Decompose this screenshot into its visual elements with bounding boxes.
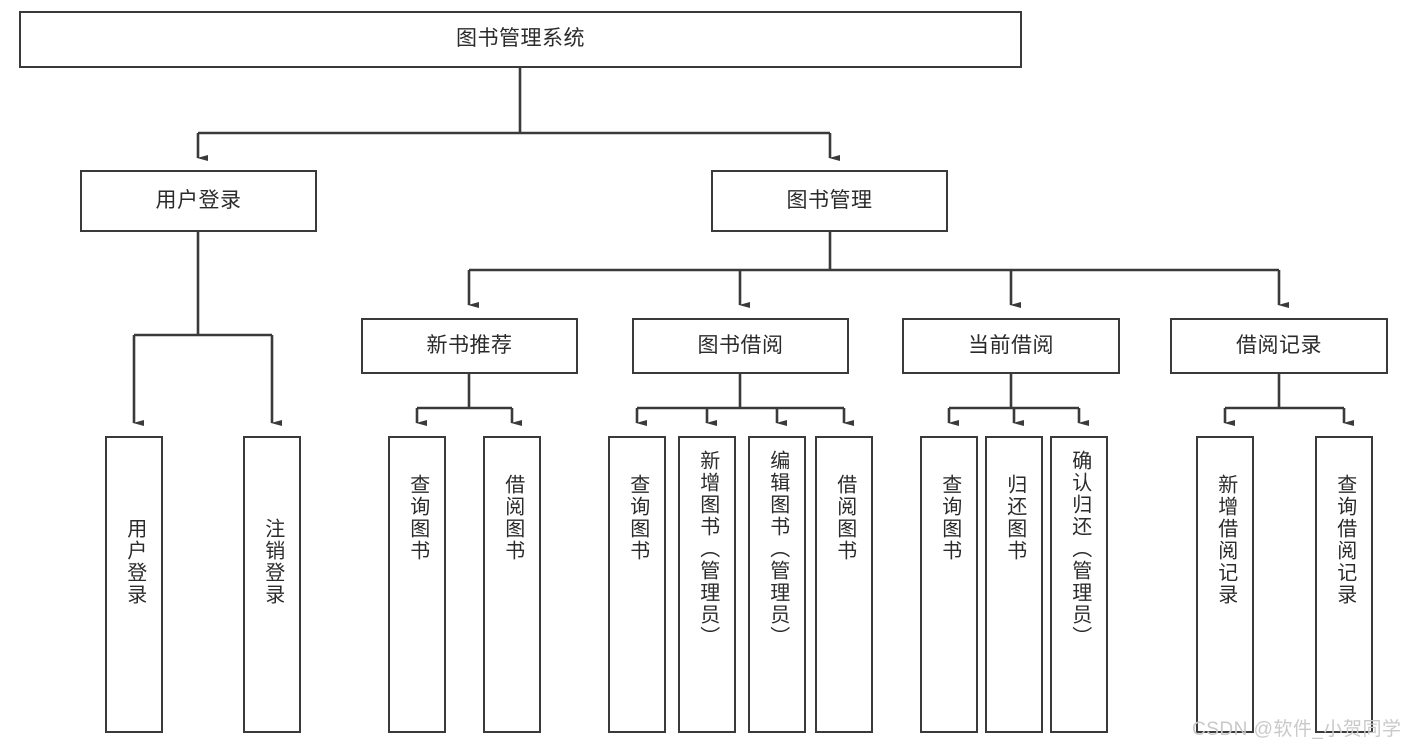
node-leaf-query-book-3[interactable]: 查询图书 <box>920 436 978 733</box>
node-label: 借阅图书 <box>833 474 856 562</box>
node-label: 新书推荐 <box>426 333 513 357</box>
node-leaf-edit-book[interactable]: 编辑图书（管理员） <box>748 436 806 733</box>
node-label: 图书管理 <box>786 188 873 212</box>
node-leaf-logout[interactable]: 注销登录 <box>243 436 301 733</box>
node-leaf-query-record[interactable]: 查询借阅记录 <box>1315 436 1373 733</box>
node-label: 当前借阅 <box>968 333 1054 357</box>
node-book-borrow[interactable]: 图书借阅 <box>632 318 849 374</box>
node-label: 注销登录 <box>261 518 284 606</box>
node-label: 查询图书 <box>626 474 649 562</box>
node-label: 编辑图书（管理员） <box>766 450 789 648</box>
node-leaf-borrow-book-2[interactable]: 借阅图书 <box>815 436 873 733</box>
node-borrow-record[interactable]: 借阅记录 <box>1170 318 1388 374</box>
node-new-book-recommend[interactable]: 新书推荐 <box>361 318 578 374</box>
node-label: 图书管理系统 <box>456 27 585 51</box>
node-leaf-user-login[interactable]: 用户登录 <box>105 436 163 733</box>
node-label: 新增图书（管理员） <box>696 450 719 648</box>
csdn-watermark: CSDN @软件_小贺同学 <box>1192 719 1402 740</box>
node-leaf-query-book-1[interactable]: 查询图书 <box>388 436 446 733</box>
node-label: 查询图书 <box>406 474 429 562</box>
node-label: 借阅图书 <box>501 474 524 562</box>
node-label: 查询借阅记录 <box>1333 474 1356 606</box>
node-label: 用户登录 <box>123 518 146 606</box>
node-book-manage[interactable]: 图书管理 <box>711 170 948 232</box>
node-label: 查询图书 <box>938 474 961 562</box>
node-root-system[interactable]: 图书管理系统 <box>19 11 1022 68</box>
node-current-borrow[interactable]: 当前借阅 <box>902 318 1120 374</box>
node-leaf-add-record[interactable]: 新增借阅记录 <box>1196 436 1254 733</box>
node-user-login[interactable]: 用户登录 <box>80 170 317 232</box>
node-leaf-add-book[interactable]: 新增图书（管理员） <box>678 436 736 733</box>
node-leaf-query-book-2[interactable]: 查询图书 <box>608 436 666 733</box>
node-leaf-borrow-book-1[interactable]: 借阅图书 <box>483 436 541 733</box>
node-leaf-confirm-return[interactable]: 确认归还（管理员） <box>1050 436 1108 733</box>
node-leaf-return-book[interactable]: 归还图书 <box>985 436 1043 733</box>
node-label: 归还图书 <box>1003 474 1026 562</box>
node-label: 借阅记录 <box>1236 333 1322 357</box>
node-label: 确认归还（管理员） <box>1068 450 1091 648</box>
node-label: 图书借阅 <box>697 333 784 357</box>
node-label: 新增借阅记录 <box>1214 474 1237 606</box>
node-label: 用户登录 <box>155 188 242 212</box>
